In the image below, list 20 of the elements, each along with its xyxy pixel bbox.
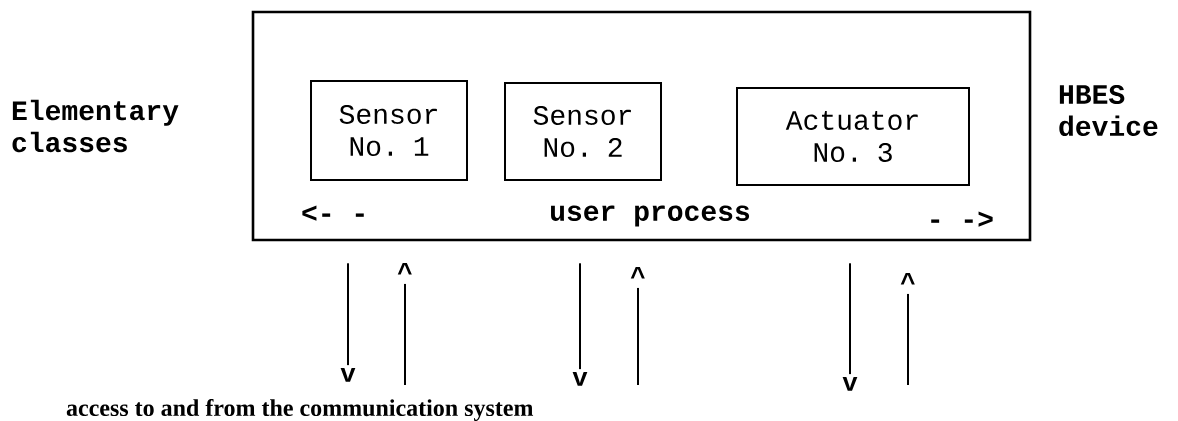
connector-line xyxy=(347,262,349,367)
component-box: Sensor No. 1 xyxy=(310,80,468,181)
text-arrow: - -> xyxy=(931,211,993,227)
arrow-glyph: ^ xyxy=(630,267,645,279)
device-label: HBES device xyxy=(1059,85,1158,136)
arrow-glyph: v xyxy=(842,377,858,391)
component-box: Sensor No. 2 xyxy=(504,82,662,181)
arrow-glyph: ^ xyxy=(900,273,915,285)
connector-line xyxy=(579,262,581,371)
component-box: Actuator No. 3 xyxy=(736,87,970,186)
side-label: Elementary classes xyxy=(12,99,179,153)
connector-line xyxy=(849,262,851,376)
arrow-glyph: ^ xyxy=(397,263,412,275)
arrow-glyph: v xyxy=(340,368,356,382)
connector-line xyxy=(404,282,406,386)
caption-text: access to and from the communication system xyxy=(66,398,534,421)
connector-line xyxy=(637,286,639,386)
process-label: user process xyxy=(551,205,750,227)
connector-line xyxy=(907,292,909,386)
arrow-glyph: v xyxy=(572,372,588,386)
